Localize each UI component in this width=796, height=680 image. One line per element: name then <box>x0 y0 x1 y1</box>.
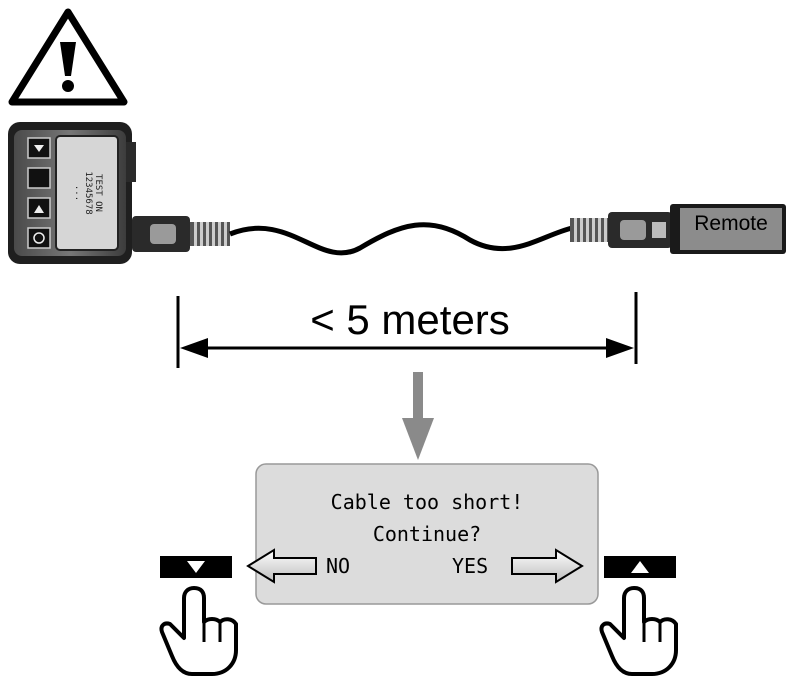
left-rj45-plug <box>132 216 230 252</box>
right-outline-arrow <box>511 548 584 584</box>
warning-triangle-icon <box>8 8 128 106</box>
tester-lcd-line3: ... <box>73 184 83 202</box>
tester-mode-button <box>27 167 51 189</box>
dialog-yes-option[interactable]: YES <box>452 554 489 578</box>
tester-lcd-line2: 12345678 <box>83 171 93 215</box>
flow-down-arrow <box>402 372 434 460</box>
pointing-hand-icon <box>159 586 238 676</box>
tester-lcd-line1: TEST ON <box>93 174 103 212</box>
tester-power-button <box>27 227 51 249</box>
remote-unit <box>670 204 786 254</box>
network-cable <box>229 222 573 256</box>
dialog-line1: Cable too short! <box>330 490 524 514</box>
dimension-arrow-right <box>606 338 634 358</box>
pointing-hand-icon <box>599 586 678 676</box>
dialog-line2: Continue? <box>372 522 482 546</box>
cable-tester-device <box>8 122 136 264</box>
distance-dimension <box>176 292 638 368</box>
tester-lcd-text: TEST ON 12345678 ... <box>73 151 103 235</box>
right-rj45-plug <box>570 212 672 248</box>
left-outline-arrow <box>246 548 317 584</box>
down-arrow-key-icon[interactable] <box>160 556 232 578</box>
remote-label: Remote <box>694 212 768 235</box>
dimension-arrow-left <box>180 338 208 358</box>
tester-lcd <box>55 135 119 251</box>
distance-label: < 5 meters <box>310 296 510 343</box>
up-arrow-key-icon[interactable] <box>604 556 676 578</box>
dialog-no-option[interactable]: NO <box>326 554 351 578</box>
